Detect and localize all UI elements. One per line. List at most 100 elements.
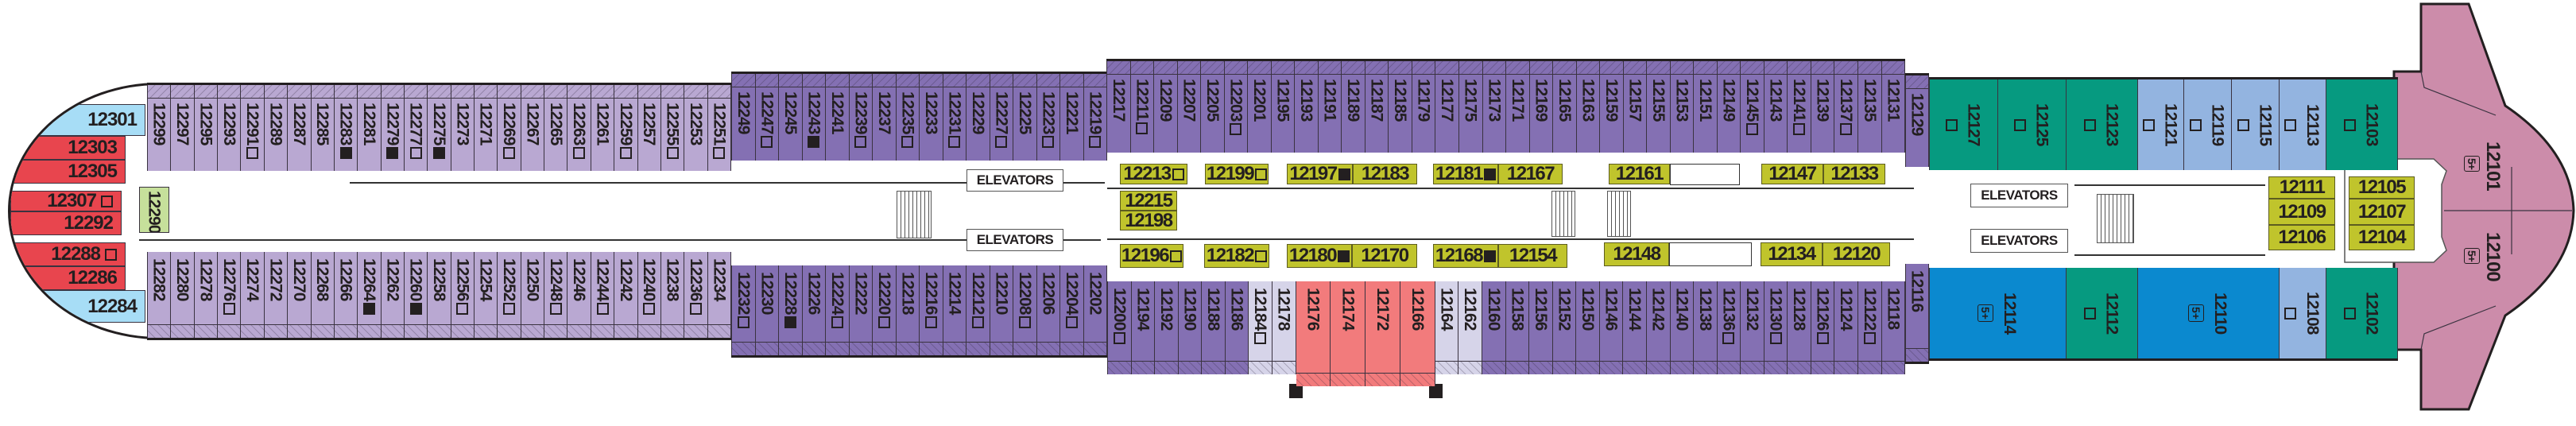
cabin-12121[interactable]: 12121 bbox=[2138, 79, 2184, 170]
cabin-12175[interactable]: 12175 bbox=[1458, 61, 1483, 153]
cabin-12165[interactable]: 12165 bbox=[1553, 61, 1577, 153]
cabin-12251[interactable]: 12251 bbox=[707, 85, 731, 171]
cabin-12295[interactable]: 12295 bbox=[194, 85, 219, 171]
cabin-label[interactable]: 12101 bbox=[2482, 141, 2504, 191]
cabin-12128[interactable]: 12128 bbox=[1788, 281, 1811, 374]
cabin-12272[interactable]: 12272 bbox=[264, 252, 289, 338]
cabin-12197[interactable]: 12197 bbox=[1287, 163, 1353, 184]
cabin-12176[interactable]: 12176 bbox=[1296, 281, 1331, 386]
cabin-12168[interactable]: 12168 bbox=[1433, 244, 1498, 268]
cabin-12226[interactable]: 12226 bbox=[802, 265, 826, 355]
cabin-12281[interactable]: 12281 bbox=[358, 85, 382, 171]
cabin-12140[interactable]: 12140 bbox=[1670, 281, 1695, 374]
cabin-12214[interactable]: 12214 bbox=[943, 265, 966, 355]
cabin-12159[interactable]: 12159 bbox=[1600, 61, 1624, 153]
cabin-12130[interactable]: 12130 bbox=[1764, 281, 1788, 374]
cabin-12179[interactable]: 12179 bbox=[1412, 61, 1436, 153]
cabin-12194[interactable]: 12194 bbox=[1131, 281, 1156, 374]
cabin-12202[interactable]: 12202 bbox=[1083, 265, 1107, 355]
cabin-12218[interactable]: 12218 bbox=[896, 265, 920, 355]
cabin-12287[interactable]: 12287 bbox=[288, 85, 312, 171]
cabin-12186[interactable]: 12186 bbox=[1225, 281, 1249, 374]
cabin-12263[interactable]: 12263 bbox=[567, 85, 591, 171]
cabin-12104[interactable]: 12104 bbox=[2349, 225, 2415, 250]
cabin-12290[interactable]: 12290 bbox=[139, 187, 169, 233]
cabin-12267[interactable]: 12267 bbox=[521, 85, 545, 171]
cabin-12112[interactable]: 12112 bbox=[2067, 268, 2138, 358]
cabin-12118[interactable]: 12118 bbox=[1881, 281, 1906, 374]
cabin-12139[interactable]: 12139 bbox=[1811, 61, 1835, 153]
cabin-12305[interactable]: 12305 bbox=[10, 160, 126, 184]
cabin-12199[interactable]: 12199 bbox=[1205, 163, 1269, 184]
cabin-12277[interactable]: 12277 bbox=[404, 85, 428, 171]
cabin-12229[interactable]: 12229 bbox=[966, 74, 990, 161]
cabin-12236[interactable]: 12236 bbox=[684, 252, 708, 338]
cabin-12261[interactable]: 12261 bbox=[591, 85, 615, 171]
cabin-12301[interactable]: 12301 bbox=[30, 104, 145, 136]
cabin-12220[interactable]: 12220 bbox=[873, 265, 897, 355]
cabin-12262[interactable]: 12262 bbox=[381, 252, 405, 338]
cabin-12228[interactable]: 12228 bbox=[779, 265, 803, 355]
cabin-12212[interactable]: 12212 bbox=[966, 265, 990, 355]
cabin-12206[interactable]: 12206 bbox=[1036, 265, 1060, 355]
cabin-12247[interactable]: 12247 bbox=[755, 74, 779, 161]
cabin-12170[interactable]: 12170 bbox=[1352, 244, 1417, 268]
cabin-12235[interactable]: 12235 bbox=[896, 74, 920, 161]
cabin-12266[interactable]: 12266 bbox=[334, 252, 358, 338]
cabin-12242[interactable]: 12242 bbox=[614, 252, 638, 338]
cabin-label[interactable]: 12100 bbox=[2482, 232, 2504, 281]
cabin-12264[interactable]: 12264 bbox=[358, 252, 382, 338]
cabin-12237[interactable]: 12237 bbox=[873, 74, 897, 161]
cabin-12282[interactable]: 12282 bbox=[147, 252, 172, 338]
cabin-12180[interactable]: 12180 bbox=[1287, 244, 1352, 268]
cabin-12154[interactable]: 12154 bbox=[1498, 244, 1567, 268]
cabin-12158[interactable]: 12158 bbox=[1505, 281, 1530, 374]
cabin-12223[interactable]: 12223 bbox=[1036, 74, 1060, 161]
cabin-12126[interactable]: 12126 bbox=[1811, 281, 1835, 374]
cabin-12181[interactable]: 12181 bbox=[1433, 163, 1498, 184]
cabin-12225[interactable]: 12225 bbox=[1013, 74, 1037, 161]
cabin-12174[interactable]: 12174 bbox=[1331, 281, 1366, 386]
cabin-12291[interactable]: 12291 bbox=[241, 85, 265, 171]
cabin-12103[interactable]: 12103 bbox=[2326, 79, 2398, 170]
cabin-12307[interactable]: 12307 bbox=[10, 190, 122, 211]
cabin-12254[interactable]: 12254 bbox=[475, 252, 498, 338]
cabin-12135[interactable]: 12135 bbox=[1858, 61, 1882, 153]
cabin-12144[interactable]: 12144 bbox=[1623, 281, 1647, 374]
cabin-12119[interactable]: 12119 bbox=[2184, 79, 2232, 170]
cabin-12244[interactable]: 12244 bbox=[591, 252, 615, 338]
cabin-12243[interactable]: 12243 bbox=[802, 74, 826, 161]
cabin-12253[interactable]: 12253 bbox=[684, 85, 708, 171]
cabin-12217[interactable]: 12217 bbox=[1106, 61, 1131, 153]
cabin-12131[interactable]: 12131 bbox=[1881, 61, 1906, 153]
cabin-12141[interactable]: 12141 bbox=[1788, 61, 1811, 153]
cabin-12187[interactable]: 12187 bbox=[1365, 61, 1389, 153]
cabin-12110[interactable]: 5+12110 bbox=[2138, 268, 2280, 358]
cabin-12207[interactable]: 12207 bbox=[1177, 61, 1202, 153]
cabin-12142[interactable]: 12142 bbox=[1646, 281, 1671, 374]
cabin-12224[interactable]: 12224 bbox=[826, 265, 850, 355]
cabin-12198[interactable]: 12198 bbox=[1120, 210, 1177, 231]
cabin-12260[interactable]: 12260 bbox=[404, 252, 428, 338]
cabin-12209[interactable]: 12209 bbox=[1154, 61, 1178, 153]
cabin-12136[interactable]: 12136 bbox=[1717, 281, 1741, 374]
cabin-12269[interactable]: 12269 bbox=[498, 85, 521, 171]
cabin-12109[interactable]: 12109 bbox=[2268, 199, 2335, 225]
cabin-12258[interactable]: 12258 bbox=[428, 252, 451, 338]
cabin-12193[interactable]: 12193 bbox=[1295, 61, 1319, 153]
cabin-12297[interactable]: 12297 bbox=[171, 85, 195, 171]
cabin-12192[interactable]: 12192 bbox=[1155, 281, 1179, 374]
cabin-12271[interactable]: 12271 bbox=[475, 85, 498, 171]
cabin-12240[interactable]: 12240 bbox=[637, 252, 661, 338]
cabin-12173[interactable]: 12173 bbox=[1482, 61, 1507, 153]
cabin-12155[interactable]: 12155 bbox=[1647, 61, 1671, 153]
cabin-12215[interactable]: 12215 bbox=[1120, 190, 1177, 211]
cabin-12219[interactable]: 12219 bbox=[1083, 74, 1107, 161]
cabin-12203[interactable]: 12203 bbox=[1224, 61, 1249, 153]
cabin-12127[interactable]: 12127 bbox=[1929, 79, 1998, 170]
cabin-12150[interactable]: 12150 bbox=[1576, 281, 1600, 374]
cabin-12268[interactable]: 12268 bbox=[311, 252, 335, 338]
cabin-12108[interactable]: 12108 bbox=[2280, 268, 2326, 358]
cabin-12275[interactable]: 12275 bbox=[428, 85, 451, 171]
cabin-12241[interactable]: 12241 bbox=[826, 74, 850, 161]
